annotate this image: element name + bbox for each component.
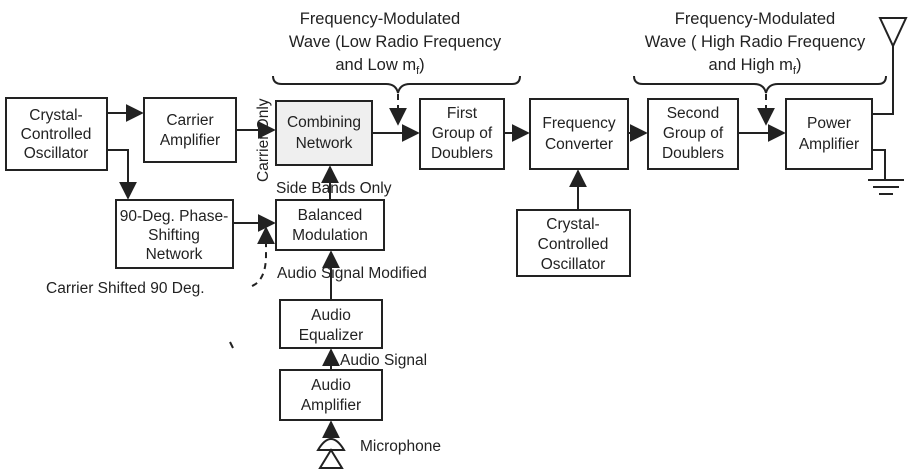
svg-text:Group of: Group of — [663, 125, 724, 142]
block-frequency-converter: Frequency Converter — [529, 98, 629, 170]
header-low-line1: Frequency-Modulated — [300, 10, 461, 28]
brace-low — [272, 75, 521, 94]
svg-text:Equalizer: Equalizer — [299, 327, 364, 344]
svg-text:Crystal-: Crystal- — [546, 216, 599, 233]
ground-icon — [868, 149, 904, 195]
stray-mark — [229, 341, 234, 349]
block-combining-network: Combining Network — [275, 100, 373, 166]
svg-text:Audio: Audio — [311, 307, 351, 324]
block-power-amplifier: Power Amplifier — [785, 98, 873, 170]
svg-text:Balanced: Balanced — [298, 207, 363, 224]
header-high-line2: Wave ( High Radio Frequency — [645, 33, 866, 51]
header-low-close: ) — [419, 56, 425, 74]
svg-text:Doublers: Doublers — [662, 145, 724, 162]
label-carrier-only: Carrier Only — [255, 98, 272, 182]
header-low-line2: Wave (Low Radio Frequency — [289, 33, 502, 51]
header-high-line3: and High m — [709, 56, 793, 74]
svg-text:and Low mf): and Low mf) — [335, 56, 424, 77]
svg-text:and High mf): and High mf) — [709, 56, 802, 77]
svg-text:Oscillator: Oscillator — [24, 145, 89, 162]
label-audio-signal-modified: Audio Signal Modified — [277, 265, 427, 282]
block-second-group-doublers: Second Group of Doublers — [647, 98, 739, 170]
svg-text:Controlled: Controlled — [538, 236, 609, 253]
header-low-subscript: f — [416, 65, 420, 77]
svg-text:Frequency: Frequency — [542, 115, 615, 132]
label-carrier-shifted: Carrier Shifted 90 Deg. — [46, 280, 205, 297]
block-balanced-modulation: Balanced Modulation — [275, 199, 385, 251]
arrow-osc-to-phase-shift — [107, 149, 137, 200]
microphone-icon — [316, 438, 346, 469]
label-audio-signal: Audio Signal — [340, 352, 427, 369]
svg-text:Group of: Group of — [432, 125, 493, 142]
brace-high — [633, 75, 887, 94]
svg-text:Network: Network — [296, 135, 353, 152]
svg-text:Controlled: Controlled — [21, 126, 92, 143]
svg-text:Network: Network — [146, 246, 203, 263]
svg-text:Amplifier: Amplifier — [301, 397, 361, 414]
label-side-bands-only: Side Bands Only — [276, 180, 392, 197]
svg-text:Oscillator: Oscillator — [541, 256, 606, 273]
block-carrier-amplifier: Carrier Amplifier — [143, 97, 237, 163]
svg-text:Crystal-: Crystal- — [29, 107, 82, 124]
block-audio-amplifier: Audio Amplifier — [279, 369, 383, 421]
dashed-link-carrier-shifted — [251, 226, 275, 287]
svg-text:Combining: Combining — [287, 114, 361, 131]
block-phase-shifting-network: 90-Deg. Phase- Shifting Network — [115, 199, 234, 269]
svg-text:90-Deg. Phase-: 90-Deg. Phase- — [120, 208, 229, 225]
header-high-close: ) — [796, 56, 802, 74]
svg-text:Audio: Audio — [311, 377, 351, 394]
svg-text:Amplifier: Amplifier — [799, 136, 859, 153]
svg-text:Amplifier: Amplifier — [160, 132, 220, 149]
header-low-line3: and Low m — [335, 56, 416, 74]
header-low-rf: Frequency-Modulated Wave (Low Radio Freq… — [289, 10, 502, 77]
header-high-rf: Frequency-Modulated Wave ( High Radio Fr… — [645, 10, 866, 77]
antenna-icon — [872, 17, 908, 115]
header-high-subscript: f — [793, 65, 797, 77]
svg-text:Carrier: Carrier — [166, 112, 213, 129]
block-crystal-oscillator-1: Crystal- Controlled Oscillator — [5, 97, 108, 171]
block-crystal-oscillator-2: Crystal- Controlled Oscillator — [516, 209, 631, 277]
svg-text:Doublers: Doublers — [431, 145, 493, 162]
block-first-group-doublers: First Group of Doublers — [419, 98, 505, 170]
svg-text:First: First — [447, 105, 478, 122]
label-microphone: Microphone — [360, 438, 441, 455]
block-audio-equalizer: Audio Equalizer — [279, 299, 383, 349]
svg-text:Modulation: Modulation — [292, 227, 368, 244]
svg-text:Second: Second — [667, 105, 720, 122]
svg-text:Power: Power — [807, 115, 851, 132]
svg-text:Converter: Converter — [545, 136, 613, 153]
svg-text:Shifting: Shifting — [148, 227, 200, 244]
header-high-line1: Frequency-Modulated — [675, 10, 836, 28]
